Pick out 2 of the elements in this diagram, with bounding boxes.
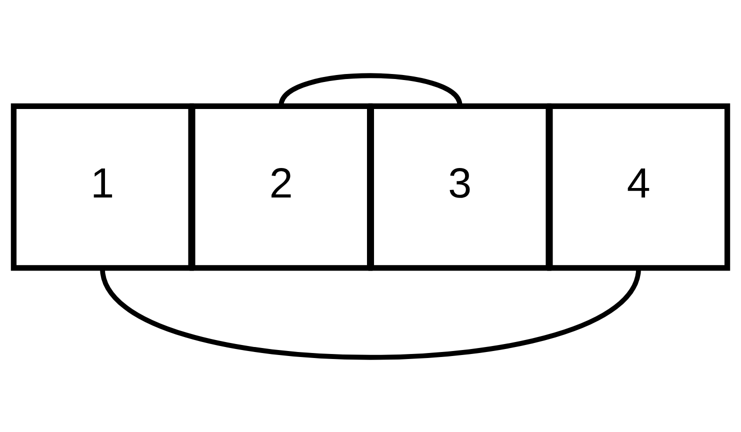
- connector: [278, 72, 462, 106]
- node-box: 3: [368, 102, 552, 270]
